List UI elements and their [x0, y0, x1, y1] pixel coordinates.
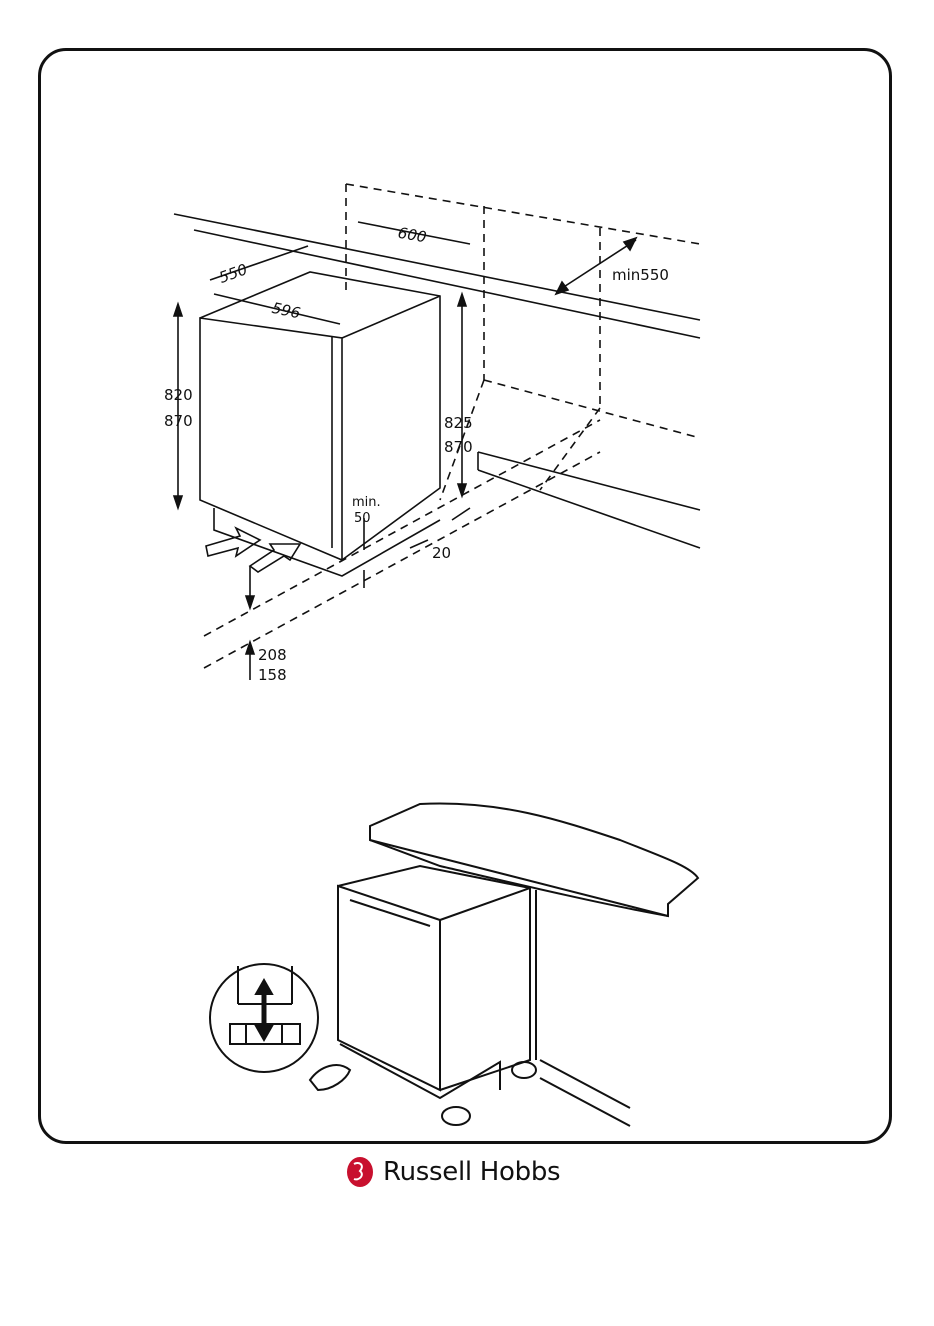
plinth-a-label: 208 — [258, 646, 287, 664]
plinth-b-label: 158 — [258, 666, 287, 684]
width-top-label: 550 — [217, 260, 250, 287]
brand-logo: Russell Hobbs — [345, 1152, 560, 1192]
brand-name: Russell Hobbs — [383, 1157, 560, 1187]
dimension-diagram — [174, 184, 700, 680]
brand-emblem-icon — [345, 1155, 375, 1189]
dimension-labels: 550 596 600 min550 820 870 825 870 min. … — [164, 224, 669, 684]
niche-height-a-label: 825 — [444, 414, 473, 432]
niche-height-b-label: 870 — [444, 438, 473, 456]
height-b-label: 870 — [164, 412, 193, 430]
gap-label: min. — [352, 495, 381, 510]
offset-label: 20 — [432, 544, 451, 562]
install-illustration — [210, 803, 698, 1126]
niche-width-label: 600 — [396, 224, 427, 247]
height-a-label: 820 — [164, 386, 193, 404]
gap-value: 50 — [354, 511, 371, 526]
width-front-label: 596 — [270, 299, 302, 323]
niche-depth-label: min550 — [612, 266, 669, 284]
